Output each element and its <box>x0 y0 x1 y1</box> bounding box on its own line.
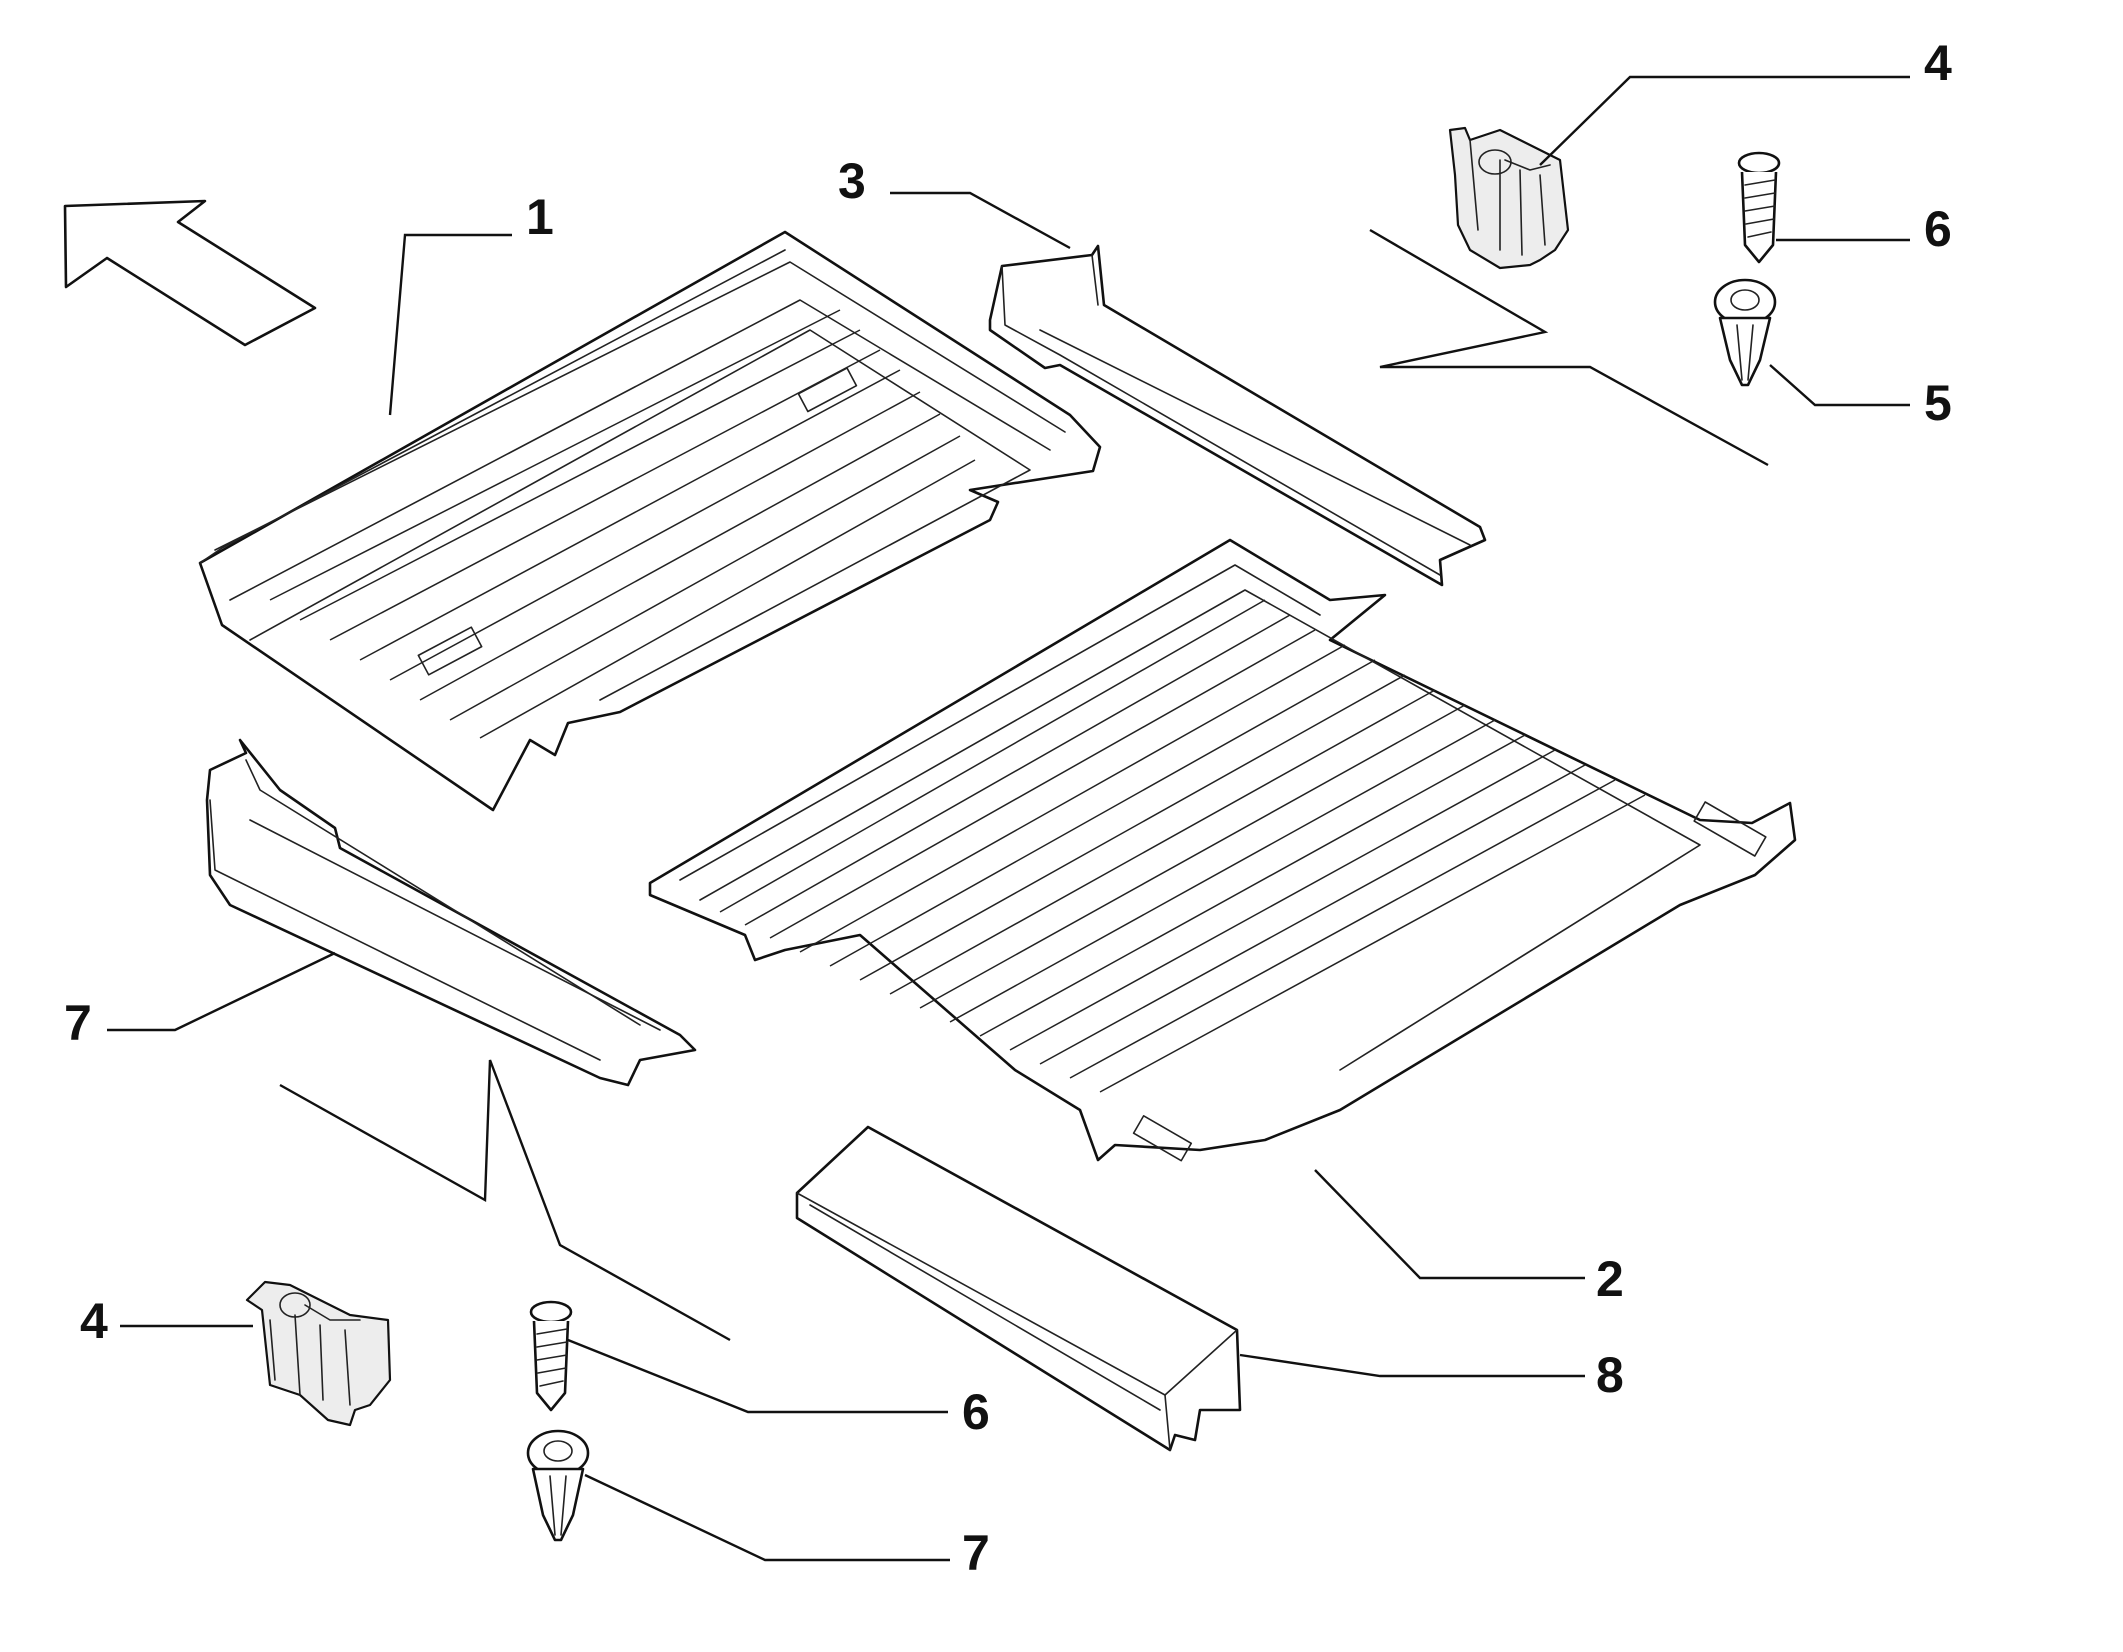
leader-7-bottom <box>584 1473 950 1562</box>
reference-lines <box>279 228 1769 1342</box>
leader-1 <box>388 233 512 416</box>
callout-4-bottom: 4 <box>80 1293 108 1349</box>
leader-6-bottom <box>567 1338 948 1414</box>
part-8-foam-block <box>795 1125 1242 1452</box>
part-7-sill-trim <box>205 738 697 1087</box>
leader-lines <box>107 75 1910 1562</box>
callout-7-bottom: 7 <box>962 1525 990 1581</box>
part-7-push-pin-bottom <box>526 1429 590 1542</box>
leader-4-top <box>1539 75 1910 166</box>
callout-6-bottom: 6 <box>962 1384 990 1440</box>
callout-2: 2 <box>1596 1251 1624 1307</box>
leader-7-left <box>107 951 336 1032</box>
part-1-rear-floor-panel <box>198 230 1102 812</box>
front-direction-arrow-icon <box>63 199 317 347</box>
callout-1: 1 <box>526 189 554 245</box>
part-5-push-pin-top <box>1713 278 1777 387</box>
part-3-sill-trim <box>988 244 1487 587</box>
part-4-clip-bottom <box>245 1280 392 1427</box>
leader-2 <box>1314 1169 1585 1280</box>
leader-3 <box>890 191 1071 250</box>
part-2-ribs <box>719 599 1646 1093</box>
callout-3: 3 <box>838 153 866 209</box>
part-2-cargo-floor <box>648 538 1797 1162</box>
leader-5 <box>1769 364 1910 407</box>
part-4-clip-top <box>1448 126 1570 270</box>
part-1-ribs <box>269 309 976 739</box>
part-6-screw-bottom <box>529 1300 573 1412</box>
callout-5: 5 <box>1924 375 1952 431</box>
callout-7-left: 7 <box>64 995 92 1051</box>
leader-8 <box>1239 1353 1585 1378</box>
callout-4-top: 4 <box>1924 35 1952 91</box>
callout-6-top: 6 <box>1924 201 1952 257</box>
part-6-screw-top <box>1737 151 1781 264</box>
callout-8: 8 <box>1596 1347 1624 1403</box>
callout-labels: 1 2 3 4 6 5 7 4 6 7 8 <box>64 35 1952 1581</box>
